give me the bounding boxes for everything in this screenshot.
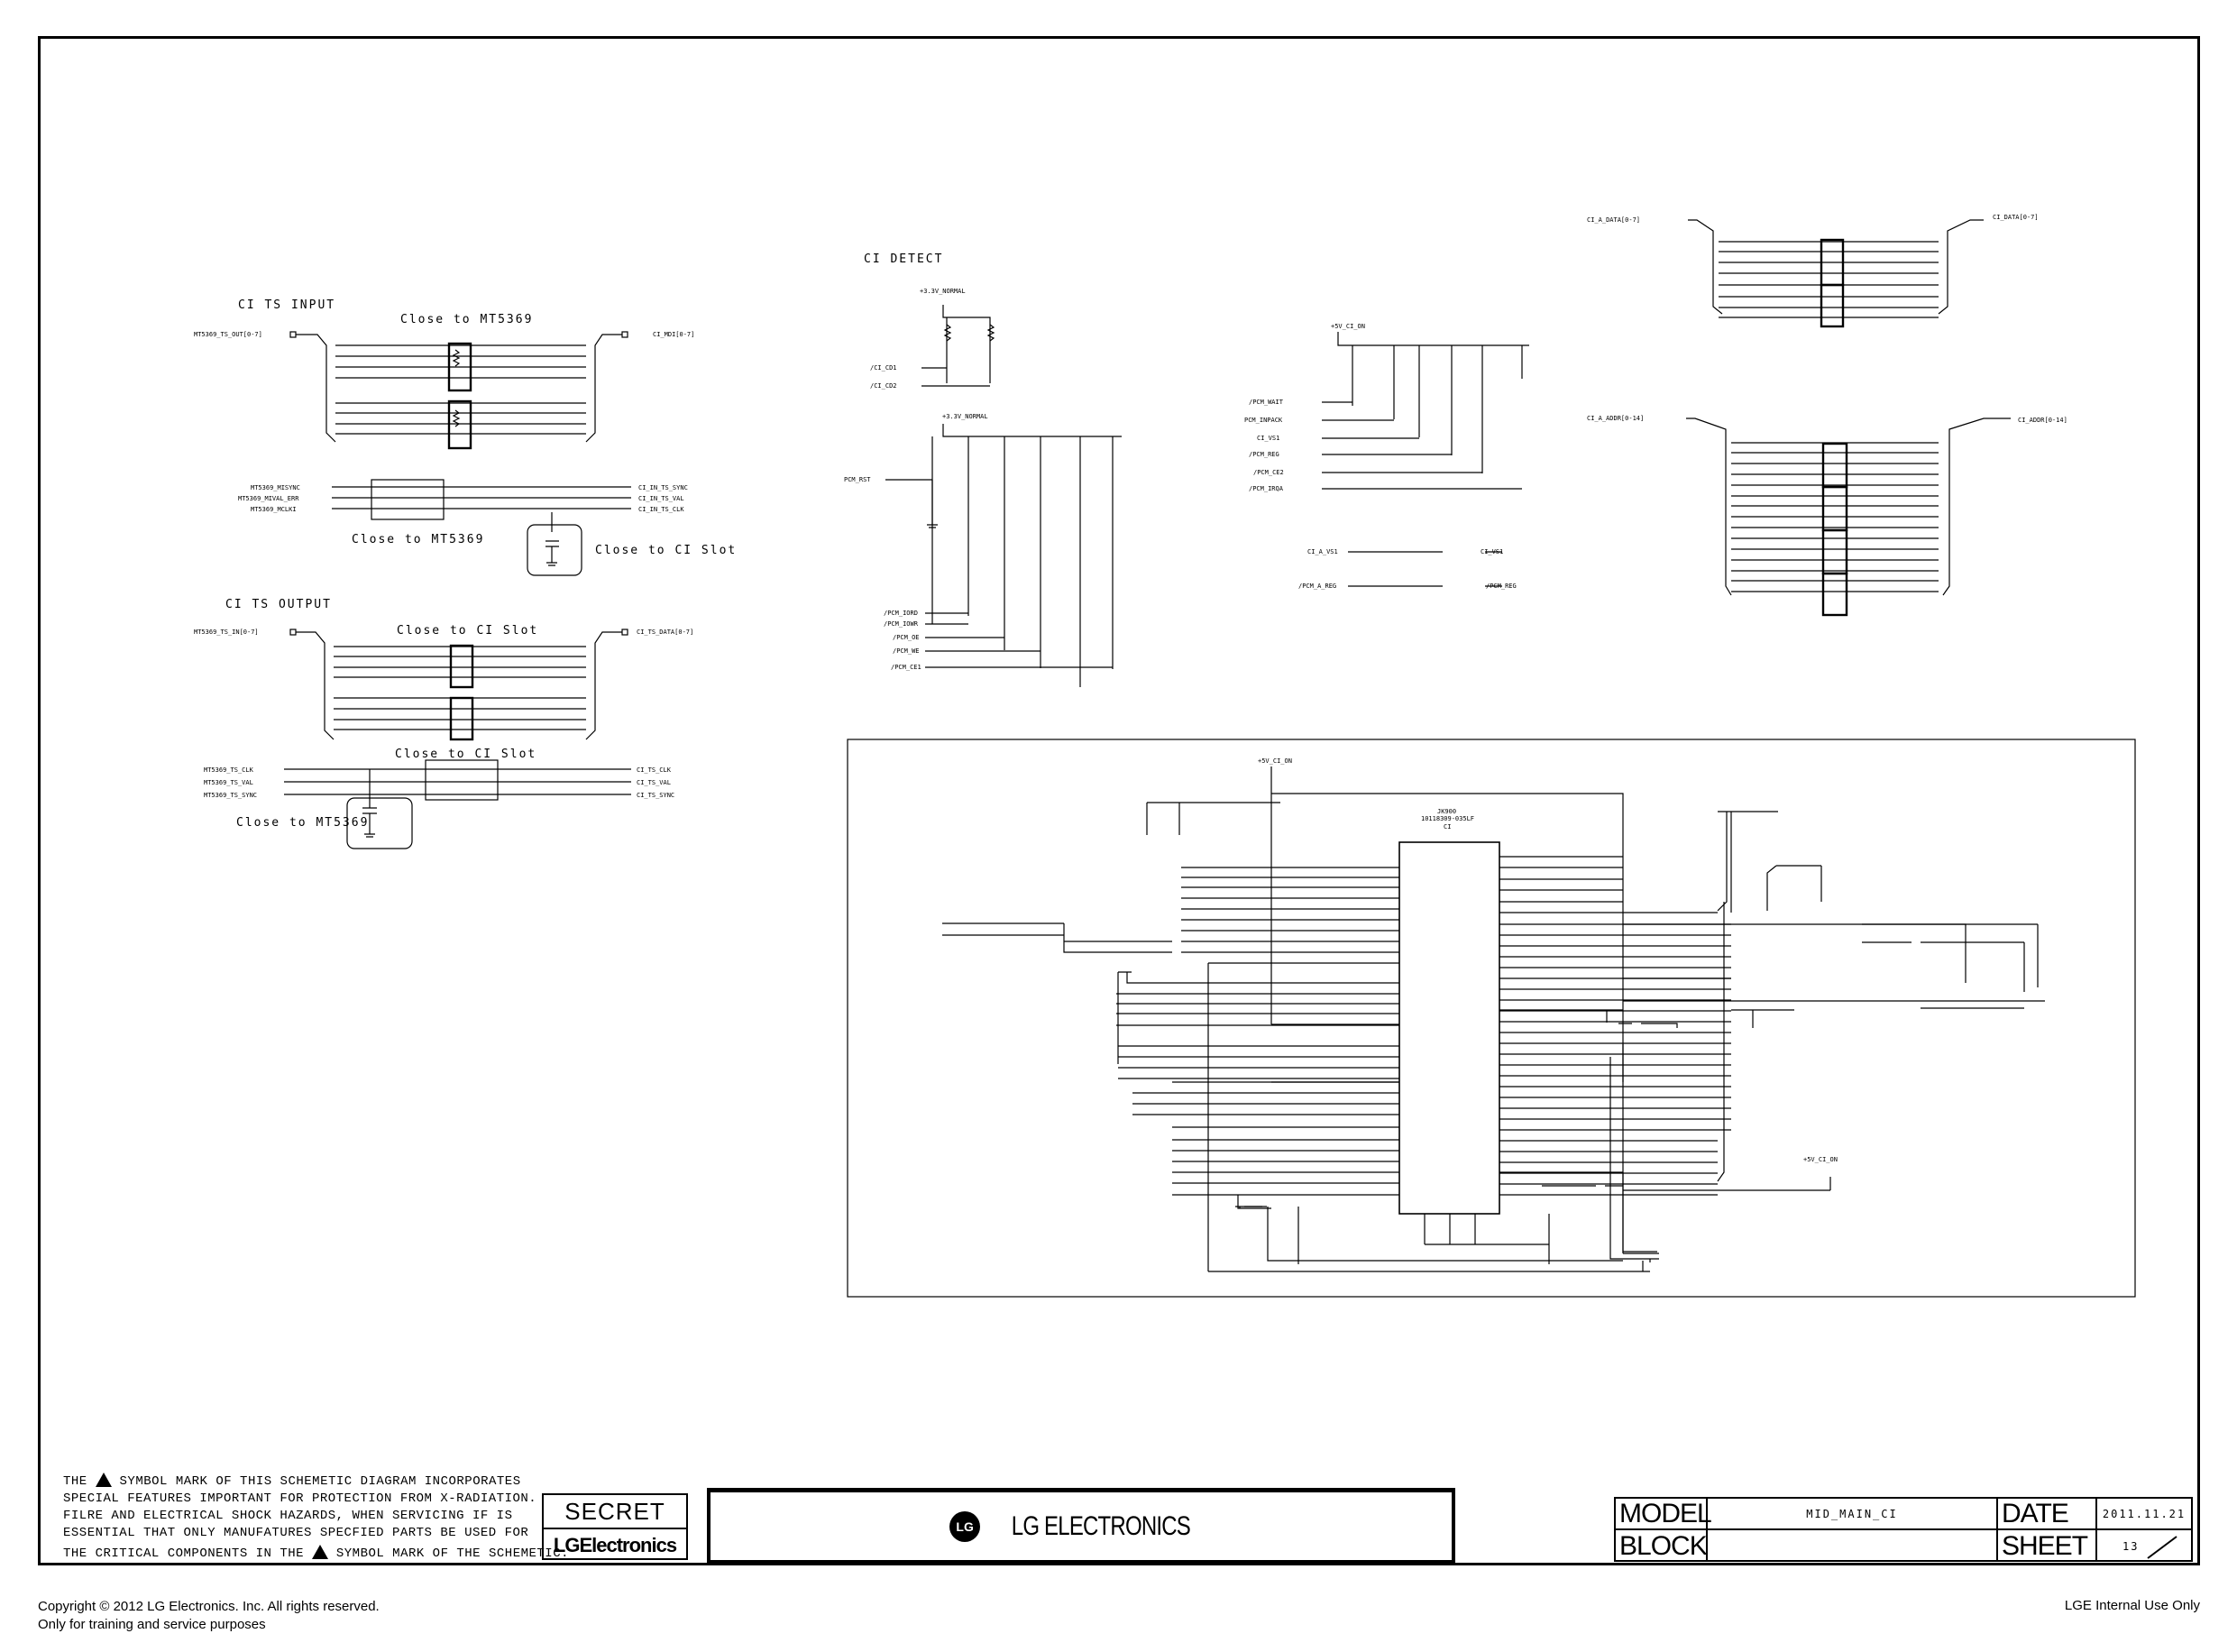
connector-ref: JK900 <box>1437 808 1456 815</box>
block-value <box>1708 1530 1998 1562</box>
net-pcm-oe: /PCM_OE <box>893 634 920 641</box>
net-addr-bus-right: CI_ADDR[0-14] <box>2018 417 2067 424</box>
sheet-label: SHEET <box>1998 1530 2097 1562</box>
connector-block <box>847 739 2136 1298</box>
net-data-bus-left: CI_A_DATA[0-7] <box>1587 216 1640 224</box>
ci-ts-input-block <box>289 331 631 576</box>
close-ci-slot-label-c: Close to CI Slot <box>395 748 536 761</box>
net-pcm-ce1: /PCM_CE1 <box>891 664 921 671</box>
close-mt5369-label-c: Close to MT5369 <box>236 816 369 830</box>
net-pcm-iowr: /PCM_IOWR <box>884 620 919 628</box>
net-v5-ci-on-b: +5V_CI_ON <box>1258 757 1292 765</box>
sheet-number: 13 <box>2122 1539 2140 1553</box>
net-in-bus-left: MT5369_TS_OUT[0-7] <box>194 331 262 338</box>
brand-label: LGElectronics <box>553 1534 677 1556</box>
net-out-ctrl-1: MT5369_TS_VAL <box>204 779 253 786</box>
net-ci-cd1: /CI_CD1 <box>870 364 897 372</box>
net-ci-vs1-b: CI_VS1 <box>1481 548 1503 555</box>
net-pcm-we: /PCM_WE <box>893 647 920 655</box>
net-out-ctrl-2: MT5369_TS_SYNC <box>204 792 257 799</box>
model-value: MID_MAIN_CI <box>1708 1499 1998 1530</box>
safety-warning: THE SYMBOL MARK OF THIS SCHEMETIC DIAGRA… <box>63 1473 569 1561</box>
net-in-ctrl-r1: CI_IN_TS_VAL <box>638 495 684 502</box>
net-out-ctrl-r1: CI_TS_VAL <box>637 779 671 786</box>
copyright-text: Copyright © 2012 LG Electronics. Inc. Al… <box>38 1599 380 1614</box>
date-label: DATE <box>1998 1499 2097 1530</box>
net-ci-a-vs1: CI_A_VS1 <box>1307 548 1338 555</box>
data-bus-block <box>1688 219 1984 328</box>
ci-detect-title: CI DETECT <box>864 252 943 266</box>
connector-part: 10118309-035LF <box>1421 815 1474 822</box>
net-in-ctrl-r2: CI_IN_TS_CLK <box>638 506 684 513</box>
net-v5-ci-on-c: +5V_CI_ON <box>1803 1156 1838 1163</box>
net-in-bus-right: CI_MDI[0-7] <box>653 331 694 338</box>
ci-ts-output-title: CI TS OUTPUT <box>225 598 332 611</box>
secret-label: SECRET <box>544 1495 686 1529</box>
close-ci-slot-label-b: Close to CI Slot <box>397 624 538 638</box>
net-ci-vs1: CI_VS1 <box>1257 435 1279 442</box>
ci-ts-output-block <box>284 629 631 849</box>
sheet-slash-icon <box>2147 1535 2178 1559</box>
warning-triangle-icon <box>95 1473 112 1487</box>
net-pcm-wait: /PCM_WAIT <box>1249 399 1284 406</box>
training-text: Only for training and service purposes <box>38 1617 266 1632</box>
net-pcm-a-reg: /PCM_A_REG <box>1298 583 1336 590</box>
lg-logo-box: LG LG ELECTRONICS <box>707 1488 1455 1564</box>
net-v5-ci-on-a: +5V_CI_ON <box>1331 323 1365 330</box>
net-in-ctrl-0: MT5369_MISYNC <box>251 484 300 491</box>
sheet-value: 13 <box>2097 1530 2191 1562</box>
net-pcm-inpack: PCM_INPACK <box>1244 417 1283 424</box>
net-data-bus-right: CI_DATA[0-7] <box>1993 214 2039 221</box>
drawing-frame <box>38 36 2200 1565</box>
net-in-ctrl-r0: CI_IN_TS_SYNC <box>638 484 688 491</box>
net-pcm-reg-b: /PCM_REG <box>1486 583 1517 590</box>
close-mt5369-label-a: Close to MT5369 <box>400 313 533 326</box>
warning-triangle-icon <box>311 1545 328 1559</box>
ci-ts-input-title: CI TS INPUT <box>238 298 335 312</box>
net-pcm-rst: PCM_RST <box>844 476 871 483</box>
block-label: BLOCK <box>1616 1530 1708 1562</box>
date-value: 2011.11.21 <box>2097 1499 2191 1530</box>
net-out-bus-right: CI_TS_DATA[0-7] <box>637 629 693 636</box>
addr-bus-block <box>1686 418 2011 617</box>
net-ci-cd2: /CI_CD2 <box>870 382 897 390</box>
net-out-ctrl-r2: CI_TS_SYNC <box>637 792 674 799</box>
secret-stamp: SECRET LGElectronics <box>542 1493 688 1560</box>
close-mt5369-label-b: Close to MT5369 <box>352 533 484 546</box>
connector-option: CI <box>1444 823 1451 831</box>
title-block: MODEL MID_MAIN_CI DATE 2011.11.21 BLOCK … <box>1614 1497 2193 1562</box>
net-v33-normal-b: +3.3V_NORMAL <box>942 413 988 420</box>
net-out-bus-left: MT5369_TS_IN[0-7] <box>194 629 259 636</box>
lg-logo-text: LG ELECTRONICS <box>1011 1510 1191 1541</box>
lg-logo-icon: LG <box>949 1510 981 1542</box>
net-in-ctrl-2: MT5369_MCLKI <box>251 506 297 513</box>
net-v33-normal-a: +3.3V_NORMAL <box>920 288 966 295</box>
pcm-pullup-block <box>1322 332 1529 587</box>
model-label: MODEL <box>1616 1499 1712 1530</box>
close-ci-slot-label-a: Close to CI Slot <box>595 544 737 557</box>
net-out-ctrl-0: MT5369_TS_CLK <box>204 766 254 774</box>
internal-use-text: LGE Internal Use Only <box>2064 1598 2200 1613</box>
footer-left: Copyright © 2012 LG Electronics. Inc. Al… <box>38 1598 380 1634</box>
net-pcm-ce2: /PCM_CE2 <box>1253 469 1284 476</box>
net-pcm-reg: /PCM_REG <box>1249 451 1279 458</box>
ci-detect-block <box>885 305 1122 687</box>
net-addr-bus-left: CI_A_ADDR[0-14] <box>1587 415 1644 422</box>
net-out-ctrl-r0: CI_TS_CLK <box>637 766 672 774</box>
net-pcm-iord: /PCM_IORD <box>884 610 918 617</box>
net-in-ctrl-1: MT5369_MIVAL_ERR <box>238 495 299 502</box>
net-pcm-irqa: /PCM_IRQA <box>1249 485 1284 492</box>
